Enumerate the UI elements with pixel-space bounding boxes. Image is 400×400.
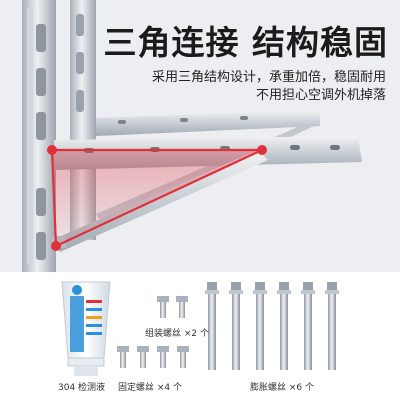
- tube-label: 304 检测液: [58, 383, 106, 393]
- triangle-highlight: [50, 148, 263, 248]
- hero-photo: 三角连接 结构稳固 采用三角结构设计，承重加倍，稳固耐用 不用担心空调外机掉落: [0, 0, 400, 272]
- expansion-bolts-label: 膨胀螺丝 ×6 个: [250, 383, 314, 393]
- expansion-bolts: [205, 282, 339, 370]
- fixing-screws-label: 固定螺丝 ×4 个: [118, 383, 182, 393]
- rear-arm: [96, 110, 320, 136]
- assembly-screws-label: 组装螺丝 ×2 个: [145, 329, 209, 339]
- subtitle-line-2: 不用担心空调外机掉落: [255, 88, 386, 103]
- triangle-node-right: [257, 145, 267, 155]
- triangle-node-top-left: [47, 145, 57, 155]
- subtitle-line-1: 采用三角结构设计，承重加倍，稳固耐用: [151, 70, 386, 85]
- triangle-node-bottom: [51, 241, 61, 251]
- test-liquid-tube: [61, 281, 111, 376]
- bracket-illustration: [0, 0, 400, 272]
- headline: 三角连接 结构稳固: [103, 23, 388, 62]
- assembly-screws: [157, 296, 188, 318]
- fixing-screws: [117, 346, 189, 368]
- front-diagonal: [52, 150, 268, 252]
